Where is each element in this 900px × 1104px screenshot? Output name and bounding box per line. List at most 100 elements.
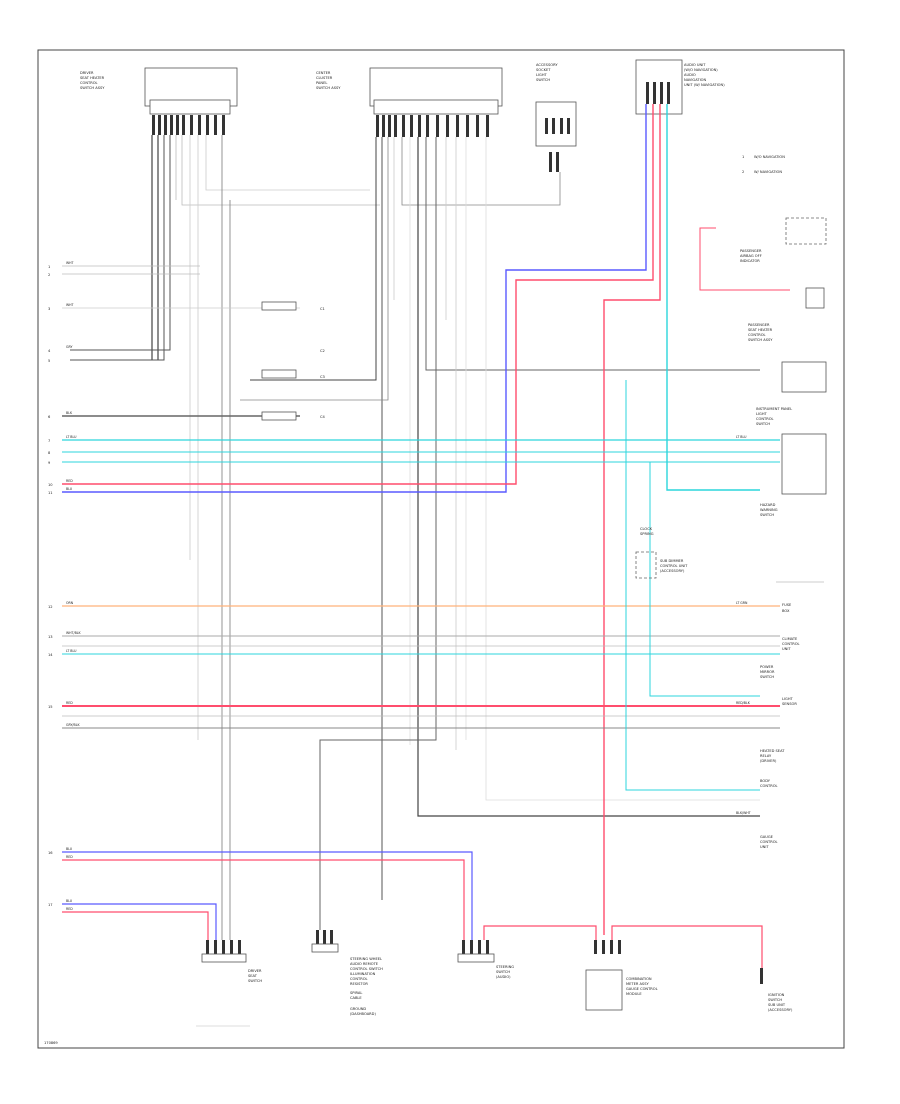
wire-label: RED	[66, 907, 73, 911]
label-line: (W/O NAVIGATION)	[684, 68, 718, 72]
wire-label: GRY	[66, 345, 72, 349]
label-line: SOCKET	[536, 68, 551, 72]
legend-marker: 2	[742, 170, 744, 174]
label-line: MODULE	[626, 992, 642, 996]
row-marker: 10	[48, 483, 53, 487]
label-line: SEAT	[248, 974, 258, 978]
label-line: HAZARD	[760, 503, 776, 507]
wire-label: RED/BLK	[736, 701, 751, 705]
legend: 1 W/O NAVIGATION 2 W/ NAVIGATION	[742, 155, 785, 174]
passenger-seat-heater-block: PASSENGER SEAT HEATER CONTROL SWITCH ASS…	[748, 323, 827, 393]
power-mirror-block: POWER MIRROR SWITCH LIGHT SENSOR	[760, 665, 797, 706]
label-line: CONTROL	[748, 333, 766, 337]
wire-label: WHT	[66, 261, 74, 265]
label-line: SWITCH	[768, 998, 782, 1002]
label-line: SWITCH ASSY	[316, 86, 341, 90]
instrument-panel-block: INSTRUMENT PANEL LIGHT CONTROL SWITCH	[756, 407, 827, 495]
gauge-unit-block: GAUGE CONTROL UNIT	[760, 835, 778, 849]
row-markers: 1 2 3 4 5 6 7 8 9 10 11 12 13 14 15 16 1…	[48, 265, 53, 907]
label-line: NAVIGATION	[684, 78, 706, 82]
passenger-airbag-block: PASSENGER AIRBAG OFF INDICATOR	[740, 217, 827, 309]
climate-control-block: FUSE BOX CLIMATE CONTROL UNIT	[776, 581, 824, 651]
label-line: SENSOR	[782, 702, 797, 706]
wire-labels: WHT WHT GRY BLK LT BLU RED BLU ORN WHT/B…	[66, 261, 751, 911]
label-line: WARNING	[760, 508, 778, 512]
label-line: PASSENGER	[748, 323, 770, 327]
label-line: SWITCH	[760, 675, 774, 679]
label-line: COMBINATION	[626, 977, 652, 981]
wire-label: WHT/BLK	[66, 631, 82, 635]
horizontal-rows	[62, 227, 790, 970]
label-line: DRIVER	[248, 969, 262, 973]
label-line: AUDIO REMOTE	[350, 962, 379, 966]
label-line: CONTROL UNIT	[660, 564, 688, 568]
label-line: AUDIO UNIT	[684, 63, 706, 67]
diagram-frame	[37, 49, 845, 1049]
row-marker: 16	[48, 851, 53, 855]
label-line: INDICATOR	[740, 259, 760, 263]
label-line: GAUGE CONTROL	[626, 987, 658, 991]
label-line: DRIVER	[80, 71, 94, 75]
row-marker: 5	[48, 359, 50, 363]
label-line: CENTER	[316, 71, 331, 75]
connector-label: C1	[320, 307, 325, 311]
row-marker: 7	[48, 439, 50, 443]
label-line: PANEL	[316, 81, 327, 85]
label-line: ACCESSORY	[536, 63, 558, 67]
label-line: AIRBAG OFF	[740, 254, 762, 258]
wire-label: BLU	[66, 847, 73, 851]
label-line: PASSENGER	[740, 249, 762, 253]
label-line: (ACCESSORY)	[660, 569, 685, 573]
label-line: GROUND	[350, 1007, 366, 1011]
row-marker: 9	[48, 461, 51, 465]
row-marker: 1	[48, 265, 50, 269]
wire-label: GRY/BLK	[66, 723, 80, 727]
label-line: STEERING WHEEL	[350, 957, 382, 961]
label-line: BOX	[782, 609, 790, 613]
connector-label: C2	[320, 349, 325, 353]
row-marker: 14	[48, 653, 53, 657]
wire-label: BLU	[66, 487, 73, 491]
label-line: (DRIVER)	[760, 759, 777, 763]
label-line: INSTRUMENT PANEL	[756, 407, 792, 411]
label-line: ILLUMINATION	[350, 972, 376, 976]
label-line: CLIMATE	[782, 637, 798, 641]
row-marker: 4	[48, 349, 51, 353]
label-line: RELAY	[760, 754, 772, 758]
connector-label: C3	[320, 375, 325, 379]
label-line: FUSE	[782, 603, 792, 607]
label-line: POWER	[760, 665, 774, 669]
label-line: CONTROL	[756, 417, 774, 421]
wire-label: RED	[66, 479, 73, 483]
row-marker: 11	[48, 491, 53, 495]
label-line: LIGHT	[782, 697, 794, 701]
label-line: CLUSTER	[316, 76, 333, 80]
label-line: CONTROL	[350, 977, 368, 981]
top-harness-lines	[70, 135, 760, 940]
wire-label: WHT	[66, 303, 74, 307]
label-line: SWITCH	[760, 513, 774, 517]
label-line: LIGHT	[756, 412, 768, 416]
row-marker: 15	[48, 705, 53, 709]
label-line: SWITCH	[496, 970, 510, 974]
label-line: SWITCH ASSY	[748, 338, 773, 342]
label-line: (ACCESSORY)	[768, 1008, 793, 1012]
label-line: SWITCH	[248, 979, 262, 983]
audio-unit-label: AUDIO UNIT (W/O NAVIGATION) AUDIO NAVIGA…	[684, 63, 725, 87]
label-line: CLOCK	[640, 527, 653, 531]
wire-label: LT BLU	[66, 649, 77, 653]
label-line: (DASHBOARD)	[350, 1012, 376, 1016]
driver-seat-heater-connector	[144, 67, 238, 135]
label-line: STEERING	[496, 965, 514, 969]
legend-marker: 1	[742, 155, 744, 159]
row-marker: 17	[48, 903, 53, 907]
wire-label: BLK	[66, 411, 73, 415]
label-line: SWITCH ASSY	[80, 86, 105, 90]
label-line: CONTROL SWITCH	[350, 967, 383, 971]
row-marker: 2	[48, 273, 50, 277]
row-marker: 8	[48, 451, 51, 455]
mid-connectors: C1 C2 C3 C4	[261, 301, 326, 421]
bottom-connector-1: DRIVER SEAT SWITCH	[201, 940, 262, 983]
label-line: HEATED SEAT	[760, 749, 785, 753]
